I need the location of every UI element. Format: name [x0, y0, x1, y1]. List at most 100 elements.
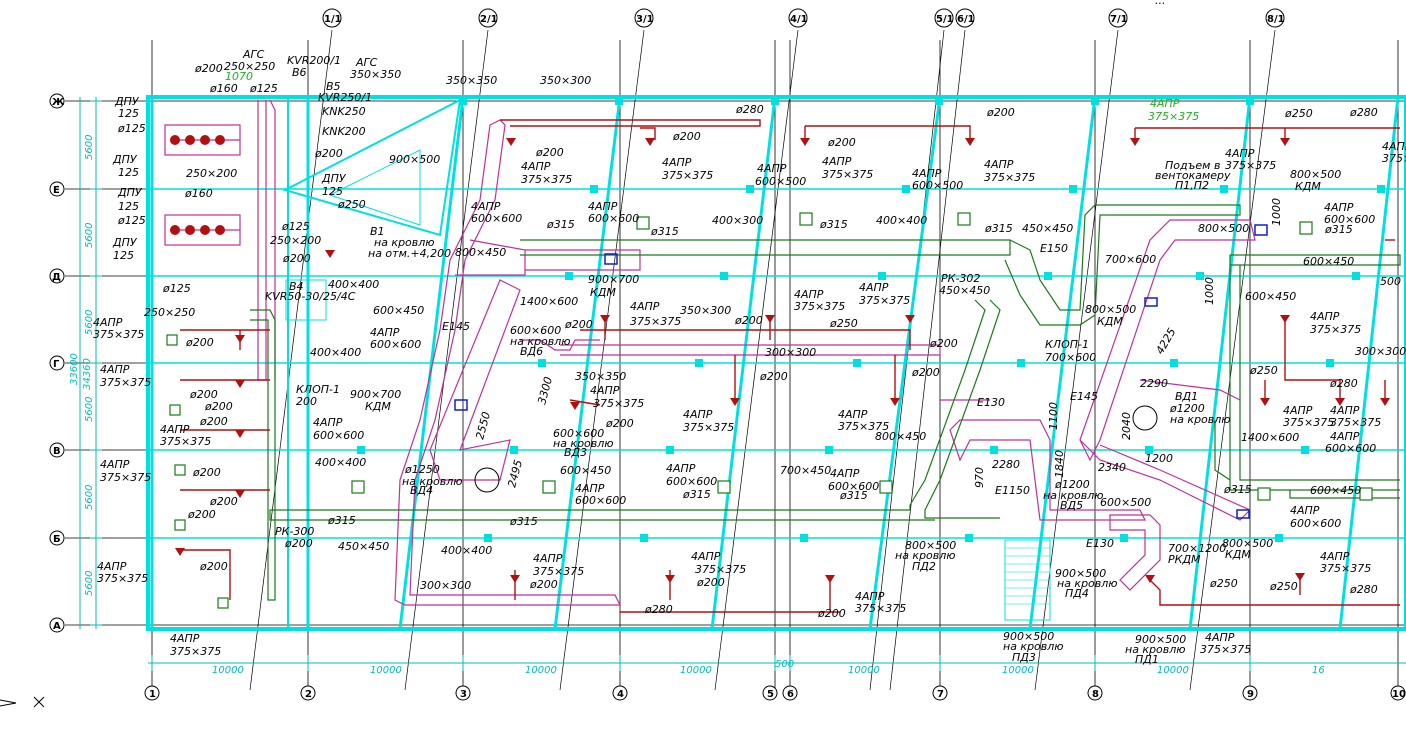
label-rk302b: 450×450	[939, 284, 990, 297]
label-d200-m: ø200	[672, 130, 701, 143]
label-vd4-a: на кровлю	[402, 475, 463, 488]
label-4apr-8: 4АПР	[170, 632, 200, 645]
label-800x450: 800×450	[455, 246, 506, 259]
label-knk200: KNK200	[322, 125, 366, 138]
label-d125-a: ø125	[249, 82, 278, 95]
dim-10000-c: 10000	[525, 665, 557, 676]
col-label-1: 1	[149, 689, 156, 700]
label-b1b: на кровлю	[374, 236, 435, 249]
label-dpu-4b: 125	[113, 249, 134, 262]
label-1200: 1200	[1145, 452, 1173, 465]
label-vd4-b: ВД4	[410, 484, 433, 497]
label-4apr-13: 4АПР	[757, 162, 787, 175]
label-375-22: 375×375	[838, 420, 889, 433]
label-lift-c: П1,П2	[1175, 179, 1209, 192]
label-pd2-c: ПД2	[912, 560, 936, 573]
label-375-12: 375×375	[984, 171, 1035, 184]
label-d200-top: ø200	[194, 62, 223, 75]
label-d200-x: ø200	[817, 607, 846, 620]
label-kdm-d: КДМ	[1097, 315, 1123, 328]
label-375-6: 375×375	[100, 471, 151, 484]
label-e1150: Е1150	[995, 484, 1030, 497]
label-900x700: 900×700	[350, 388, 401, 401]
label-400x300: 400×300	[712, 214, 763, 227]
dim-10000-d: 10000	[680, 665, 712, 676]
label-4apr-39: 4АПР	[1205, 631, 1235, 644]
col-label-2: 2	[305, 689, 312, 700]
label-4apr-34: 4АПР	[1283, 404, 1313, 417]
blue-markers	[454, 224, 1268, 519]
label-dpu-5b: 125	[322, 185, 343, 198]
row-bubble-labels: Ж Е Д Г В Б А	[52, 97, 65, 632]
label-e150: Е150	[1040, 242, 1068, 255]
label-vd5-a: на кровлю	[1043, 489, 1104, 502]
label-600-24: 600×600	[666, 475, 717, 488]
label-4apr-3: 4АПР	[100, 363, 130, 376]
label-agc-1: АГС	[242, 48, 265, 61]
column-markers	[357, 97, 1385, 542]
label-kvr200: KVR200/1	[287, 54, 341, 67]
col-label-6-1: 6/1	[957, 14, 975, 25]
label-d200-d: ø200	[185, 336, 214, 349]
col-label-8-1: 8/1	[1267, 14, 1285, 25]
label-d160: ø160	[209, 82, 238, 95]
label-4apr-26: 4АПР	[533, 552, 563, 565]
label-4apr-22: 4АПР	[838, 408, 868, 421]
col-label-3-1: 3/1	[636, 14, 654, 25]
label-agc-2: АГС	[355, 56, 378, 69]
label-800x500-b: 800×500	[1198, 222, 1249, 235]
label-dpu-3: ДПУ	[117, 186, 143, 199]
label-d200-e: ø200	[189, 388, 218, 401]
label-250x250: 250×250	[144, 306, 195, 319]
label-4apr-36: 4АПР	[1330, 430, 1360, 443]
col-label-9: 9	[1247, 689, 1254, 700]
label-d160-b: ø160	[184, 187, 213, 200]
label-700x1200: 700×1200	[1168, 542, 1226, 555]
label-d125-c: ø125	[117, 214, 146, 227]
label-600x500: 600×500	[755, 175, 806, 188]
label-600-2: 600×600	[370, 338, 421, 351]
label-4apr-17: 4АПР	[859, 281, 889, 294]
label-rkdm: РКДМ	[1168, 553, 1201, 566]
label-4apr-7: 4АПР	[97, 560, 127, 573]
label-e130-b: Е130	[1086, 537, 1114, 550]
dim-500: 500	[775, 659, 794, 670]
label-4apr-10: 4АПР	[662, 156, 692, 169]
label-375-28: 375×375	[855, 602, 906, 615]
col-label-10: 10	[1392, 689, 1406, 700]
label-4apr-14: 4АПР	[912, 167, 942, 180]
bottom-dimension-line	[148, 655, 1406, 671]
label-dpu-1: ДПУ	[114, 95, 140, 108]
label-d200-u: ø200	[605, 417, 634, 430]
annotation-labels: ø200 1070 АГС 250×250 KVR200/1 В6 АГС 35…	[93, 48, 1406, 666]
label-d250-d: ø250	[1249, 364, 1278, 377]
label-pd1-c: ПД1	[1135, 653, 1159, 666]
col-label-7: 7	[937, 689, 944, 700]
label-600-5: 600×600	[313, 429, 364, 442]
col-label-1-1: 1/1	[324, 14, 342, 25]
label-350x350-b: 350×350	[575, 370, 626, 383]
label-d125-e: ø125	[162, 282, 191, 295]
label-375-9: 375×375	[521, 173, 572, 186]
label-d280-a: ø280	[735, 103, 764, 116]
left-dimension-labels: 5600 5600 5600 5600 5600 5600 33600 3436…	[69, 135, 95, 596]
label-600-32: 600×600	[1324, 213, 1375, 226]
label-d200-l: ø200	[535, 146, 564, 159]
roof-fan-circles	[474, 405, 1158, 493]
col-label-5: 5	[767, 689, 774, 700]
label-450x450-a: 450×450	[338, 540, 389, 553]
col-label-7-1: 7/1	[1110, 14, 1128, 25]
row-label-v: В	[53, 446, 61, 457]
label-4apr-6: 4АПР	[100, 458, 130, 471]
label-600x450-c: 600×450	[1303, 255, 1354, 268]
row-label-e: Е	[53, 185, 60, 196]
label-800x500-c: 800×500	[1085, 303, 1136, 316]
label-dpu-5: ДПУ	[321, 172, 347, 185]
label-900x700-b: 900×700	[588, 273, 639, 286]
label-1000-b: 1000	[1203, 277, 1216, 305]
label-d315-c: ø315	[650, 225, 679, 238]
label-800x450-b: 800×450	[875, 430, 926, 443]
row-bubbles	[49, 93, 65, 633]
label-d315-a: ø315	[327, 514, 356, 527]
label-2340: 2340	[1098, 461, 1126, 474]
